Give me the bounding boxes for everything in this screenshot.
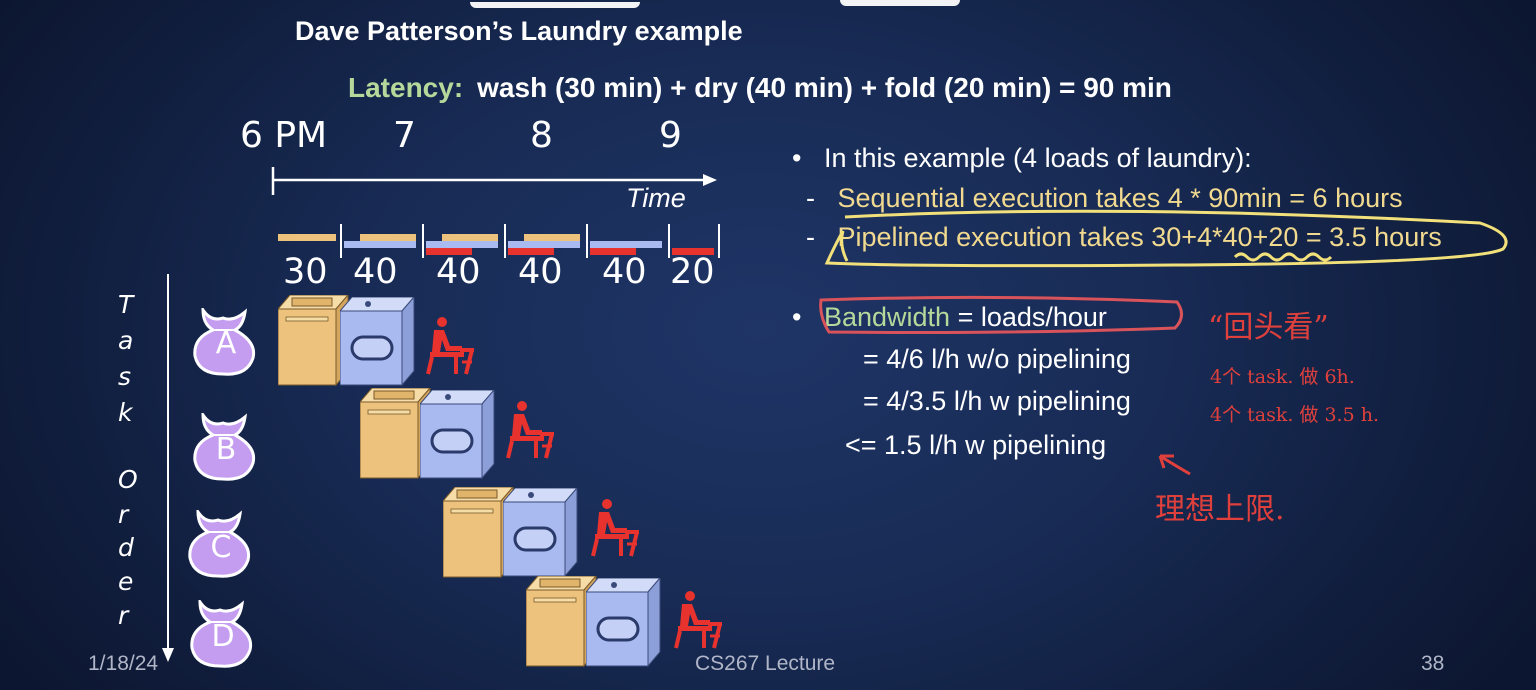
latency-text: wash (30 min) + dry (40 min) + fold (20 … — [477, 72, 1172, 103]
load-label: C — [210, 530, 232, 565]
handwritten-note: 4个 task. 做 6h. — [1210, 366, 1355, 388]
handwritten-note: 4个 task. 做 3.5 h. — [1210, 404, 1380, 426]
task-order-letter: r — [118, 601, 129, 630]
time-axis-label: Time — [626, 183, 686, 213]
bullet-bandwidth: • Bandwidth = loads/hour — [792, 302, 1107, 332]
task-order-letter: a — [118, 326, 134, 355]
yellow-highlight-ellipse — [824, 209, 1508, 268]
task-order-letter: r — [118, 500, 129, 529]
timeline-tick: 8 — [530, 115, 553, 156]
bandwidth-line: <= 1.5 l/h w pipelining — [845, 430, 1107, 460]
timeline-tick: 7 — [393, 115, 416, 156]
task-order-letter: k — [118, 398, 133, 427]
task-order-letter: e — [118, 567, 134, 596]
folder-person-icon — [591, 498, 641, 558]
sub-bullet-pipelined: - Pipelined execution takes 30+4*40+20 =… — [806, 222, 1442, 252]
arrow-down-icon — [162, 648, 174, 662]
load-label: A — [215, 326, 237, 361]
stage-duration: 40 — [353, 252, 398, 292]
timeline-tick: 6 PM — [240, 115, 328, 156]
folder-person-icon — [426, 316, 476, 376]
page-number: 38 — [1421, 652, 1445, 675]
task-order-letter: T — [118, 290, 134, 319]
task-order-letter: d — [118, 533, 134, 562]
footer-course: CS267 Lecture — [695, 652, 836, 675]
red-highlight-box — [819, 295, 1183, 334]
bullet-text: In this example (4 loads of laundry): — [823, 143, 1252, 173]
bandwidth-line: = 4/6 l/h w/o pipelining — [863, 344, 1131, 374]
cropped-title-remnant — [840, 0, 960, 6]
stage-duration: 20 — [670, 252, 715, 292]
red-annotation-arrow — [1158, 454, 1191, 476]
bandwidth-term: Bandwidth — [823, 302, 951, 332]
stage-duration: 40 — [436, 252, 481, 292]
cropped-title-remnant — [470, 0, 640, 8]
dryer-icon — [586, 578, 662, 668]
stage-bars — [278, 224, 720, 258]
latency-line: Latency: wash (30 min) + dry (40 min) + f… — [348, 72, 1172, 104]
timeline-tick: 9 — [659, 115, 682, 156]
sub-bullet-text: Pipelined execution takes 30+4*40+20 = 3… — [837, 222, 1442, 252]
stage-duration: 40 — [518, 252, 563, 292]
handwritten-note: “回头看” — [1208, 310, 1329, 345]
sub-bullet-sequential: - Sequential execution takes 4 * 90min =… — [806, 183, 1403, 213]
task-order-letter: O — [118, 465, 138, 494]
task-order-letter: s — [118, 362, 132, 391]
load-label: B — [215, 432, 237, 467]
handwritten-note: 理想上限. — [1155, 492, 1285, 527]
dryer-icon — [503, 488, 579, 578]
folder-person-icon — [506, 400, 556, 460]
folder-person-icon — [674, 590, 724, 650]
dryer-icon — [340, 297, 416, 387]
arrow-right-icon — [703, 174, 717, 186]
bandwidth-line: = 4/3.5 l/h w pipelining — [863, 386, 1131, 416]
task-order-arrow — [162, 274, 174, 662]
stage-duration: 40 — [602, 252, 647, 292]
bandwidth-rest: = loads/hour — [950, 302, 1107, 332]
load-label: D — [211, 619, 235, 654]
footer-date: 1/18/24 — [88, 652, 159, 675]
dryer-icon — [420, 390, 496, 480]
sub-bullet-text: Sequential execution takes 4 * 90min = 6… — [837, 183, 1403, 213]
latency-label: Latency: — [348, 72, 464, 103]
stage-duration: 30 — [283, 252, 328, 292]
slide-subtitle: Dave Patterson’s Laundry example — [295, 16, 743, 46]
timeline-axis — [271, 167, 717, 195]
bullet-examples: • In this example (4 loads of laundry): — [792, 143, 1252, 173]
